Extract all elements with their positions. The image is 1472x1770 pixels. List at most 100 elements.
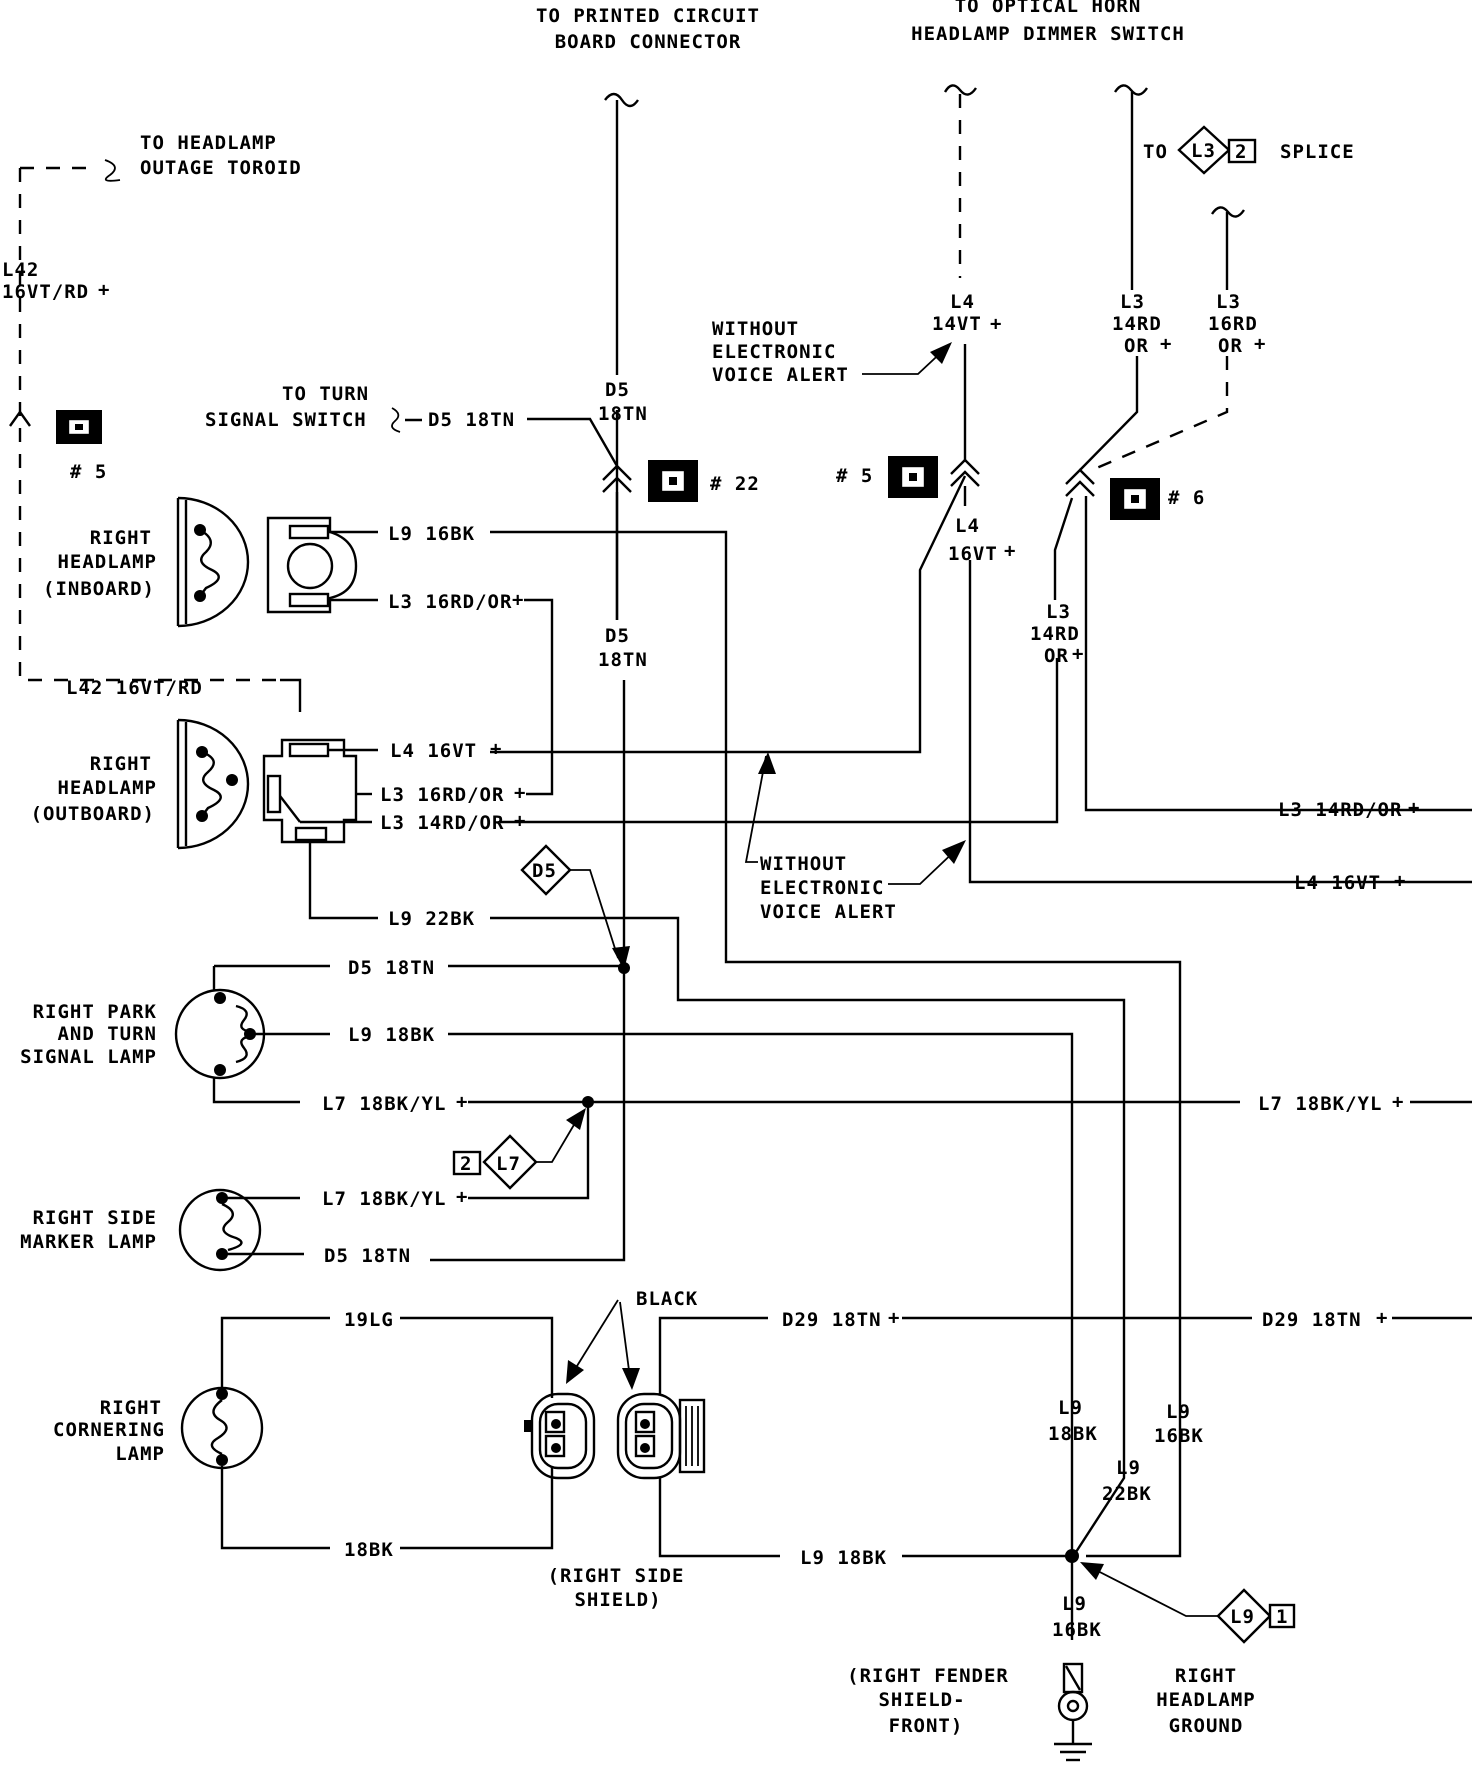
wire-label-l9-v2: L9 <box>1166 1401 1191 1423</box>
shield-connector-left <box>524 1392 596 1480</box>
wire-label-l3: 14RD <box>1112 313 1162 335</box>
polarity-mark: + <box>456 1186 468 1208</box>
wire-label-l9-gnd: 16BK <box>1052 1619 1102 1641</box>
to-optical-label: TO OPTICAL HORN <box>955 0 1142 17</box>
connector-22-label: # 22 <box>710 473 760 495</box>
polarity-mark: + <box>990 313 1002 335</box>
splice-l7-pin: 2 <box>460 1153 472 1175</box>
polarity-mark: + <box>512 589 524 611</box>
wire-l42 <box>18 159 302 712</box>
polarity-mark: + <box>1408 797 1420 819</box>
to-pcb-label: TO PRINTED CIRCUIT <box>536 5 760 27</box>
wire-label-l3-mid: 14RD <box>1030 623 1080 645</box>
to-splice-prefix: TO <box>1143 141 1168 163</box>
wire-label-l4-16vt-right: L4 16VT <box>1294 872 1381 894</box>
right-fender-label: SHIELD- <box>878 1689 965 1711</box>
headlamp-ground-label: RIGHT <box>1175 1665 1237 1687</box>
component-label: AND TURN <box>57 1023 157 1045</box>
wire-label-d5: D5 <box>605 625 630 647</box>
component-label: HEADLAMP <box>57 777 157 799</box>
component-label: LAMP <box>115 1443 165 1465</box>
polarity-mark: + <box>1160 333 1172 355</box>
right-side-shield: SHIELD) <box>574 1589 661 1611</box>
wire-label-d29-right: D29 18TN <box>1262 1309 1362 1331</box>
wire-label-l3-16rdor: L3 16RD/OR <box>388 591 512 613</box>
wire-label-l4: L4 <box>950 291 975 313</box>
wire-label-l42-horiz: L42 16VT/RD <box>66 677 203 699</box>
without-eva-bottom: ELECTRONIC <box>760 877 884 899</box>
wire-label-d5: D5 <box>605 379 630 401</box>
wire-label-l3b: L3 <box>1216 291 1241 313</box>
wire-label-d5-marker: D5 18TN <box>324 1245 411 1267</box>
component-label: RIGHT PARK <box>33 1001 157 1023</box>
right-fender-label: FRONT) <box>889 1715 964 1737</box>
ground-symbol <box>1054 1662 1092 1762</box>
component-label: CORNERING <box>53 1419 165 1441</box>
wire-label-l42: L42 <box>2 259 39 281</box>
wire-label-l3b: OR <box>1218 335 1243 357</box>
connector-6-label: # 6 <box>1168 487 1205 509</box>
wire-label-l4-mid: 16VT <box>948 543 998 565</box>
side-marker-lamp <box>178 1188 262 1272</box>
component-label: RIGHT <box>100 1397 162 1419</box>
component-label: SIGNAL LAMP <box>20 1046 157 1068</box>
to-turn-label: SIGNAL SWITCH <box>205 409 367 431</box>
wire-label-l9-16bk: L9 16BK <box>388 523 475 545</box>
without-eva-bottom: WITHOUT <box>760 853 847 875</box>
wire-label-l3: OR <box>1124 335 1149 357</box>
connector-5-left <box>9 409 102 444</box>
component-label: RIGHT SIDE <box>33 1207 157 1229</box>
headlamp-ground-label: GROUND <box>1169 1715 1244 1737</box>
wire-label-l9-v1: L9 <box>1058 1397 1083 1419</box>
splice-label: SPLICE <box>1280 141 1355 163</box>
wire-label-l9-gnd: L9 <box>1062 1593 1087 1615</box>
wire-l4-vertical <box>490 84 1472 884</box>
wire-label-l9-22bk: L9 22BK <box>388 908 475 930</box>
without-eva-top: VOICE ALERT <box>712 364 849 386</box>
headlamp-outboard-connector <box>262 738 358 844</box>
splice-d5 <box>520 844 572 896</box>
wire-label-l3-14rdor-out: L3 14RD/OR <box>380 812 504 834</box>
wire-label-l7-right: L7 18BK/YL <box>1258 1093 1382 1115</box>
polarity-mark: + <box>888 1307 900 1329</box>
polarity-mark: + <box>1392 1091 1404 1113</box>
wire-label-l9-shield: L9 18BK <box>800 1547 887 1569</box>
wire-label-l9-v3: 22BK <box>1102 1483 1152 1505</box>
wire-label-d5-turn: D5 18TN <box>428 409 515 431</box>
black-label: BLACK <box>636 1288 698 1310</box>
wire-label-l9-v3: L9 <box>1116 1457 1141 1479</box>
wire-label-d29-shield: D29 18TN <box>782 1309 882 1331</box>
wire-l3-vertical <box>500 84 1472 824</box>
wire-label-l4: 14VT <box>932 313 982 335</box>
wire-label-l42: 16VT/RD <box>2 281 89 303</box>
component-label: (OUTBOARD) <box>31 803 155 825</box>
wire-label-l7-park: L7 18BK/YL <box>322 1093 446 1115</box>
polarity-mark: + <box>1376 1307 1388 1329</box>
connector-22 <box>648 460 698 502</box>
wire-label-l3: L3 <box>1120 291 1145 313</box>
connector-6 <box>1110 478 1160 520</box>
headlamp-inboard-connector <box>266 516 358 614</box>
to-optical-label: HEADLAMP DIMMER SWITCH <box>911 23 1185 45</box>
polarity-mark: + <box>98 279 110 301</box>
to-outage-label: OUTAGE TOROID <box>140 157 302 179</box>
polarity-mark: + <box>1254 333 1266 355</box>
wire-label-18bk-corner: 18BK <box>344 1539 394 1561</box>
splice-l9-label: L9 <box>1230 1606 1255 1628</box>
polarity-mark: + <box>490 738 502 760</box>
wire-label-l9-v2: 16BK <box>1154 1425 1204 1447</box>
without-eva-top: ELECTRONIC <box>712 341 836 363</box>
connector-5-mid <box>888 456 938 498</box>
wire-label-l3b: 16RD <box>1208 313 1258 335</box>
cornering-lamp <box>180 1386 264 1470</box>
polarity-mark: + <box>456 1091 468 1113</box>
headlamp-outboard <box>176 718 250 850</box>
splice-l7-label: L7 <box>496 1153 521 1175</box>
component-label: RIGHT <box>90 753 152 775</box>
wire-label-d5-park: D5 18TN <box>348 957 435 979</box>
splice-l7 <box>452 1134 538 1190</box>
wire-label-l9-v1: 18BK <box>1048 1423 1098 1445</box>
wire-label-l3-mid: OR <box>1044 645 1069 667</box>
component-label: HEADLAMP <box>57 551 157 573</box>
